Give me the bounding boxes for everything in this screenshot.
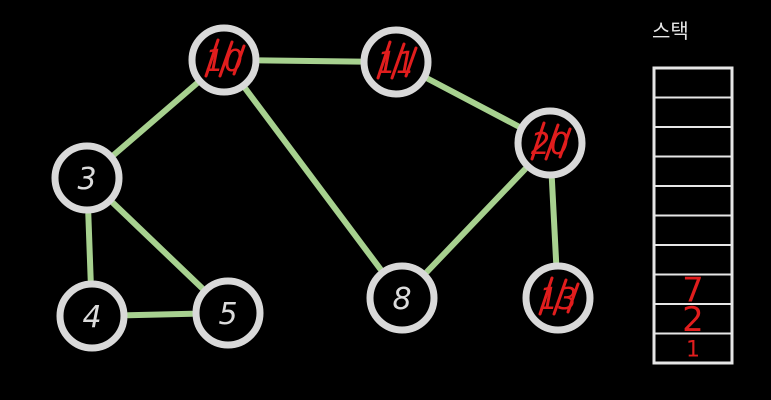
edge-n10-n11 (256, 57, 364, 65)
node-13: 13 (522, 262, 594, 334)
node-circle (522, 262, 594, 334)
stack-value-7: 7 (682, 270, 704, 310)
edge-n20-n13 (548, 175, 560, 266)
node-circle (51, 142, 123, 214)
visited-strike-mark (538, 276, 580, 316)
edge-n4-n5 (124, 310, 196, 319)
node-circle (514, 107, 586, 179)
node-4: 4 (56, 280, 128, 352)
edge-n20-n8 (423, 166, 529, 275)
node-8: 8 (366, 262, 438, 334)
stack-value-2: 2 (682, 300, 704, 340)
visited-strike-mark (376, 40, 418, 80)
node-label: 5 (218, 297, 237, 332)
stack: 스택 721 (652, 19, 734, 365)
node-11: 11 (360, 26, 432, 98)
node-circle (188, 24, 260, 96)
node-circle (192, 277, 264, 349)
stack-slots (652, 66, 734, 365)
stack-title: 스택 (652, 19, 689, 43)
stack-values: 721 (682, 270, 704, 362)
node-label: 3 (77, 162, 96, 197)
edge-n10-n3 (111, 80, 200, 158)
node-circle (366, 262, 438, 334)
node-label: 8 (392, 282, 411, 317)
node-5: 5 (192, 277, 264, 349)
visited-strike-mark (530, 121, 572, 161)
edge-n3-n4 (85, 210, 94, 284)
node-3: 3 (51, 142, 123, 214)
edge-n3-n5 (110, 199, 205, 292)
node-10: 10 (188, 24, 260, 96)
stack-value-1: 1 (686, 337, 700, 362)
nodes-layer: 10 11 3 20 4 5 8 13 (51, 24, 594, 352)
node-circle (56, 280, 128, 352)
node-20: 20 (514, 107, 586, 179)
edge-n10-n8 (242, 85, 384, 273)
visited-strike-mark (204, 38, 246, 78)
edges-layer (85, 57, 560, 319)
node-circle (360, 26, 432, 98)
node-label: 4 (82, 300, 101, 335)
edge-n11-n20 (424, 75, 522, 130)
